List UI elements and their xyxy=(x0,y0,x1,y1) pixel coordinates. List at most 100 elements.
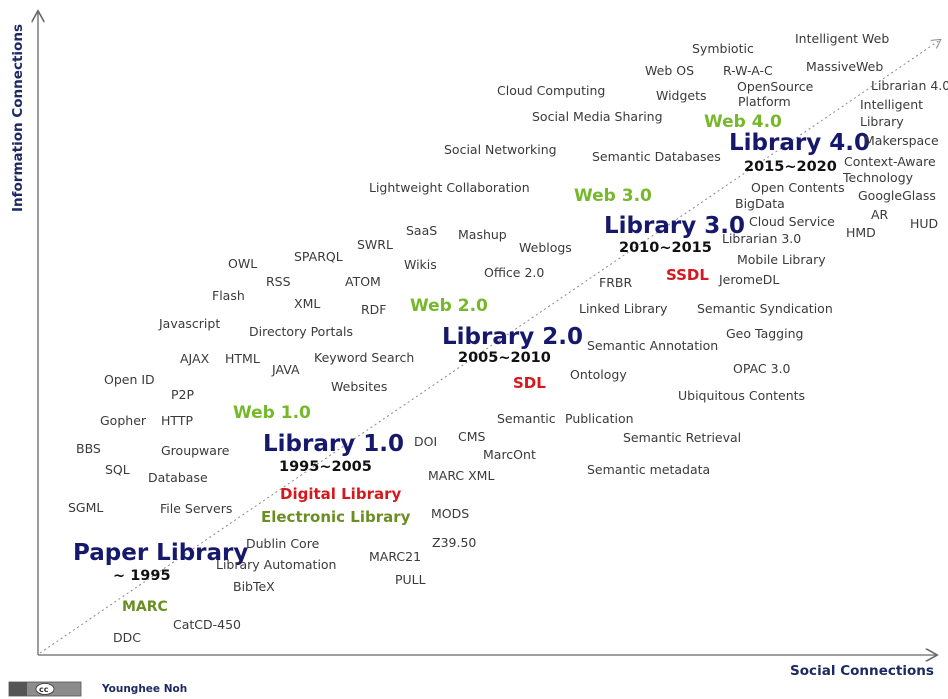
library-title: Library 4.0 xyxy=(729,130,870,156)
term: RDF xyxy=(361,302,387,317)
term: R-W-A-C xyxy=(723,63,773,78)
library-era: ~ 1995 xyxy=(113,568,171,584)
term: JAVA xyxy=(271,362,300,377)
web-stage: Web 4.0 xyxy=(704,112,782,132)
term: Semantic Retrieval xyxy=(623,430,741,445)
term: OWL xyxy=(228,256,257,271)
term: Lightweight Collaboration xyxy=(369,180,530,195)
term: Weblogs xyxy=(519,240,572,255)
term: Groupware xyxy=(161,443,230,458)
term: Symbiotic xyxy=(692,41,754,56)
term: Intelligent xyxy=(860,97,923,112)
term: Context-Aware xyxy=(844,154,936,169)
term: AR xyxy=(871,207,889,222)
term: Open ID xyxy=(104,372,155,387)
term: PULL xyxy=(395,572,426,587)
sdl-label: SDL xyxy=(513,374,546,392)
term: Makerspace xyxy=(864,133,939,148)
term: HMD xyxy=(846,225,876,240)
term: Directory Portals xyxy=(249,324,353,339)
library-title: Library 1.0 xyxy=(263,431,404,457)
term: SWRL xyxy=(357,237,393,252)
term: Technology xyxy=(842,170,914,185)
term: SaaS xyxy=(406,223,437,238)
term: Semantic metadata xyxy=(587,462,710,477)
term: Geo Tagging xyxy=(726,326,803,341)
term: Social Media Sharing xyxy=(532,109,663,124)
term: Flash xyxy=(212,288,245,303)
term: Open Contents xyxy=(751,180,845,195)
term: MassiveWeb xyxy=(806,59,883,74)
term: Cloud Service xyxy=(749,214,835,229)
term: HTTP xyxy=(161,413,193,428)
term: BigData xyxy=(735,196,785,211)
term: OPAC 3.0 xyxy=(733,361,791,376)
term: Keyword Search xyxy=(314,350,414,365)
term: Database xyxy=(148,470,208,485)
term: CatCD-450 xyxy=(173,617,241,632)
term: JeromeDL xyxy=(718,272,779,287)
x-axis-label: Social Connections xyxy=(790,663,934,679)
term: Library Automation xyxy=(216,557,336,572)
term: ATOM xyxy=(345,274,381,289)
term: Social Networking xyxy=(444,142,557,157)
term: AJAX xyxy=(180,351,210,366)
term: BBS xyxy=(76,441,101,456)
library-era: 2005~2010 xyxy=(458,350,551,366)
term: SQL xyxy=(105,462,130,477)
term: Office 2.0 xyxy=(484,265,544,280)
library-era: 2015~2020 xyxy=(744,159,837,175)
diagonal-trend-line xyxy=(39,40,940,654)
term: Platform xyxy=(738,94,791,109)
library-title: Paper Library xyxy=(73,540,248,566)
term: Dublin Core xyxy=(246,536,320,551)
library-era: 2010~2015 xyxy=(619,240,712,256)
term: Semantic Annotation xyxy=(587,338,718,353)
term: Wikis xyxy=(404,257,437,272)
term: MARC21 xyxy=(369,549,421,564)
term: SPARQL xyxy=(294,249,343,264)
term: Websites xyxy=(331,379,387,394)
cc-badge-text: cc xyxy=(39,685,49,694)
term: Librarian 3.0 xyxy=(722,231,801,246)
term: Cloud Computing xyxy=(497,83,605,98)
library-title: Library 3.0 xyxy=(604,213,745,239)
term: DOI xyxy=(414,434,437,449)
term: MODS xyxy=(431,506,469,521)
term: Ubiquitous Contents xyxy=(678,388,805,403)
term: HUD xyxy=(910,216,938,231)
term: MARC XML xyxy=(428,468,494,483)
cc-license-badge: cc xyxy=(8,681,82,697)
term: Linked Library xyxy=(579,301,668,316)
web-stage: Web 1.0 xyxy=(233,403,311,423)
term: XML xyxy=(294,296,320,311)
term: Intelligent Web xyxy=(795,31,889,46)
term: RSS xyxy=(266,274,291,289)
term: Gopher xyxy=(100,413,147,428)
term: Javascript xyxy=(158,316,220,331)
credit-author: Younghee Noh xyxy=(101,683,187,695)
term: CMS xyxy=(458,429,486,444)
term: Library xyxy=(860,114,904,129)
term: OpenSource xyxy=(737,79,814,94)
term: Widgets xyxy=(656,88,707,103)
term: Librarian 4.0 xyxy=(871,78,948,93)
ssdl-label: SSDL xyxy=(666,266,709,284)
term: Semantic Databases xyxy=(592,149,721,164)
term: Z39.50 xyxy=(432,535,476,550)
term: P2P xyxy=(171,387,194,402)
term: Web OS xyxy=(645,63,694,78)
term: DDC xyxy=(113,630,141,645)
term: Ontology xyxy=(570,367,627,382)
term: File Servers xyxy=(160,501,232,516)
library-era: 1995~2005 xyxy=(279,459,372,475)
term: Publication xyxy=(565,411,634,426)
term: SGML xyxy=(68,500,103,515)
term: Semantic Syndication xyxy=(697,301,833,316)
library-title: Library 2.0 xyxy=(442,324,583,350)
y-axis-label: Information Connections xyxy=(10,24,26,212)
web-stage: Web 2.0 xyxy=(410,296,488,316)
web-stage: Web 3.0 xyxy=(574,186,652,206)
term: GoogleGlass xyxy=(858,188,936,203)
